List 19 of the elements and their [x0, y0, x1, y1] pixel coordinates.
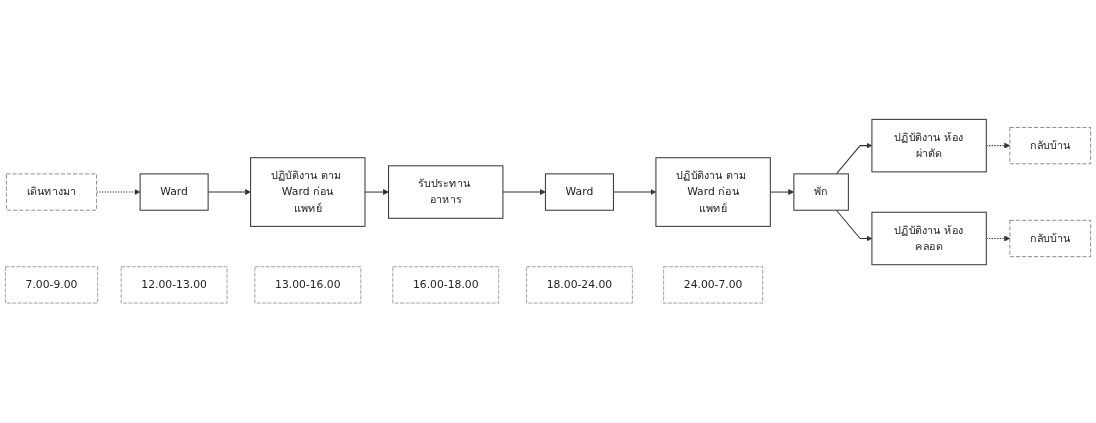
node-box: กลับบ้าน: [1009, 127, 1091, 165]
node-box: 24.00-7.00: [663, 266, 763, 304]
node-box: Ward: [544, 173, 614, 211]
arrow: [502, 189, 546, 196]
node-box: 18.00-24.00: [526, 266, 633, 304]
node-box: เดินทางมา: [6, 173, 97, 211]
node-box: 13.00-16.00: [254, 266, 362, 304]
node-box: 12.00-13.00: [120, 266, 228, 304]
node-box: ปฏิบัติงาน ตาม Ward ก่อนแพทย์: [250, 157, 366, 228]
arrow: [96, 189, 141, 196]
node-box: ปฏิบัติงาน ตาม Ward ก่อนแพทย์: [655, 157, 771, 228]
node-box: รับประทาน อาหาร: [388, 165, 504, 220]
node-box: ปฏิบัติงาน ห้องผ่าตัด: [871, 119, 987, 173]
node-box: กลับบ้าน: [1009, 220, 1091, 258]
node-box: พัก: [793, 173, 849, 211]
node-box: 16.00-18.00: [392, 266, 500, 304]
node-box: ปฏิบัติงาน ห้องคลอด: [871, 212, 987, 266]
node-box: 7.00-9.00: [5, 266, 98, 304]
node-box: Ward: [139, 173, 209, 211]
